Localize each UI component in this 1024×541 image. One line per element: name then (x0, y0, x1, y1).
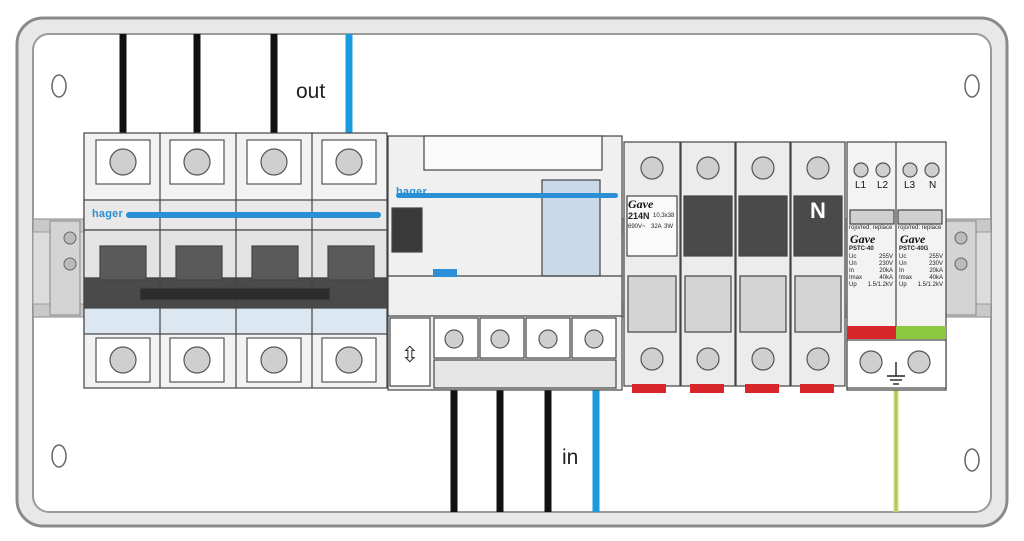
rcd-block (387, 135, 623, 391)
fuse-model-label: 214N (628, 211, 650, 221)
spd-brand-label: Gave (850, 232, 876, 246)
mcb-brand-label: hager (92, 208, 123, 220)
spd-spec-value: 40kA (929, 275, 943, 281)
fuse-brand-label: Gave (628, 197, 654, 211)
spd-terminal-label: L1 (855, 180, 867, 191)
spd-spec-row: Up 1.5/1.2kV (849, 282, 895, 289)
svg-text:⇳: ⇳ (401, 343, 419, 368)
spd-spec-value: 20kA (879, 268, 893, 274)
spd-indicator-green (896, 326, 946, 339)
spd-spec-value: 1.5/1.2kV (867, 282, 893, 288)
mounting-hole (964, 74, 980, 98)
spd-spec-key: Un (849, 261, 857, 267)
spd-spec-row: Un 230V (849, 261, 895, 268)
spd-terminal-label: L2 (877, 180, 889, 191)
mcb-screws-top (95, 139, 377, 185)
spd-spec-key: Uc (899, 254, 907, 260)
spd-spec-row: Up 1.5/1.2kV (899, 282, 945, 289)
spd-spec-key: Up (899, 282, 907, 288)
fuse-power-label: 3W (664, 224, 673, 230)
spd-spec-key: Uc (849, 254, 857, 260)
spd-replace-note: rojo/red: replace (898, 225, 942, 231)
spd-spec-value: 20kA (929, 268, 943, 274)
spd-replace-note: rojo/red: replace (849, 225, 893, 231)
fuse-current-label: 32A (651, 224, 662, 230)
fuse-holders (623, 141, 846, 387)
earth-symbol (887, 362, 905, 385)
mounting-hole (964, 448, 980, 472)
spd-spec-key: Imax (849, 275, 863, 281)
fuse-indicators (632, 384, 834, 393)
rcd-screws (444, 329, 604, 349)
hager-stripe (126, 212, 381, 218)
test-button (433, 269, 457, 277)
spd-spec-key: In (849, 268, 855, 274)
spd-brand-label: Gave (900, 232, 926, 246)
spd-model-left: PSTC-40 (849, 246, 874, 252)
spd-spec-value: 230V (878, 261, 893, 267)
mcb-screws-bottom (95, 337, 377, 383)
spd-spec-value: 255V (878, 254, 893, 260)
spd-spec-row: Uc 255V (899, 254, 945, 261)
spd-spec-value: 255V (928, 254, 943, 260)
spd-spec-row: Uc 255V (849, 254, 895, 261)
spd-terminal-label: L3 (904, 180, 916, 191)
spd-spec-value: 40kA (879, 275, 893, 281)
mounting-hole (51, 444, 67, 468)
spd-spec-row: In 20kA (899, 268, 945, 275)
spd-spec-row: In 20kA (849, 268, 895, 275)
spd-spec-row: Imax 40kA (849, 275, 895, 282)
spd-spec-row: Un 230V (899, 261, 945, 268)
neutral-fuse-mark: N (810, 198, 826, 223)
spd-terminal-label: N (929, 180, 937, 191)
spd-model-right: PSTC-40G (899, 246, 929, 252)
spd-spec-key: In (899, 268, 905, 274)
spd-spec-key: Imax (899, 275, 913, 281)
spd-spec-value: 1.5/1.2kV (917, 282, 943, 288)
mounting-hole (51, 74, 67, 98)
fuse-voltage-label: 690V~ (628, 224, 646, 230)
spd-spec-key: Up (849, 282, 857, 288)
output-label: out (296, 80, 326, 103)
fuse-screws (640, 156, 830, 371)
fuse-size-label: 10,3x38 (653, 213, 675, 219)
spd-indicator-red (847, 326, 896, 339)
rcd-brand-label: hager (396, 186, 427, 198)
spd-spec-value: 230V (928, 261, 943, 267)
spd-terminal-screws (853, 162, 940, 374)
input-label: in (562, 446, 579, 469)
spd-spec-key: Un (899, 261, 907, 267)
spd-spec-row: Imax 40kA (899, 275, 945, 282)
